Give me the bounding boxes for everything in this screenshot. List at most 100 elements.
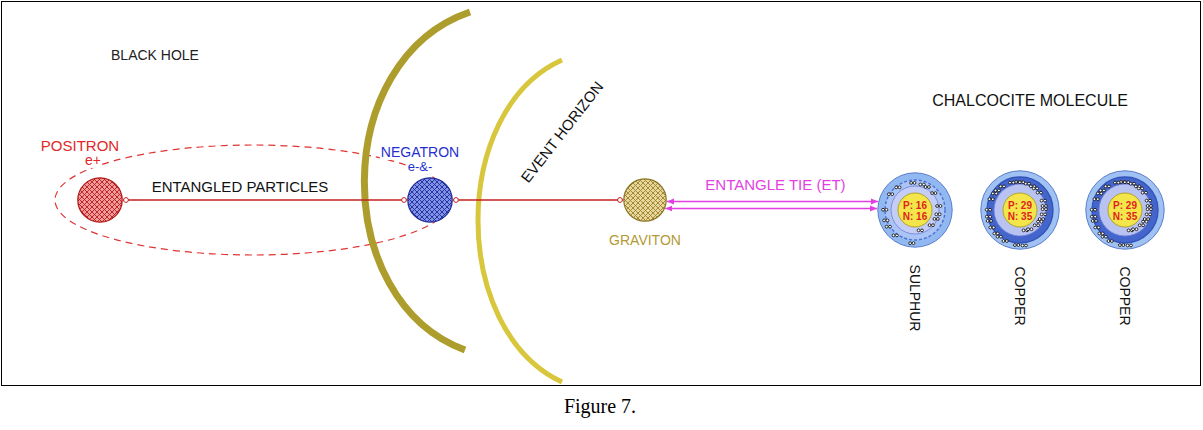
electron [993, 232, 996, 235]
electron [1149, 199, 1152, 202]
electron-pair [885, 225, 891, 228]
electron [1145, 213, 1148, 216]
electron-pairs [1090, 181, 1152, 247]
connector-label: ENTANGLE TIE (ET) [703, 176, 847, 193]
electron-pairs [985, 181, 1047, 247]
electron [1098, 232, 1101, 235]
electron [988, 198, 991, 201]
electron-pair [1145, 213, 1151, 216]
electron-pair [1126, 244, 1132, 247]
electron-pair [1014, 244, 1020, 247]
positron-particle: POSITRONe+ [77, 177, 123, 223]
electron [990, 219, 993, 222]
sulphur-atom: SULPHURP: 16N: 16 [877, 172, 953, 248]
electron [938, 213, 941, 216]
electron [927, 186, 930, 189]
nucleus-count: P: 16 [903, 199, 927, 210]
electron-pair [991, 192, 997, 195]
electron [1145, 191, 1148, 194]
electron-pair [909, 242, 915, 245]
electron [1145, 220, 1148, 223]
electron [898, 186, 901, 189]
electron [1091, 219, 1094, 222]
electron-pair [1090, 215, 1096, 218]
electron [1025, 244, 1028, 247]
electron [1104, 185, 1107, 188]
electron [1093, 198, 1096, 201]
electron-pair [1041, 205, 1047, 208]
electron [1127, 229, 1130, 232]
electron [912, 242, 915, 245]
copper-atom: COPPERP: 29N: 35 [980, 170, 1060, 250]
electron [921, 229, 924, 232]
electron [1146, 208, 1149, 211]
electron [913, 181, 916, 184]
event-horizon-arc [478, 60, 562, 382]
electron [1014, 244, 1017, 247]
electron [1037, 220, 1040, 223]
electron-pair [1027, 228, 1033, 231]
electron [885, 208, 888, 211]
electron [996, 235, 999, 238]
electron [1040, 191, 1043, 194]
electron [1094, 208, 1097, 211]
electron [1099, 189, 1102, 192]
electron [1141, 191, 1144, 194]
electron [1029, 185, 1032, 188]
electron-pair [1142, 220, 1148, 223]
electron-pair [999, 185, 1005, 188]
electron [1142, 224, 1145, 227]
electron-pair [1099, 189, 1105, 192]
electron [939, 205, 942, 208]
particle-name: GRAVITON [608, 232, 682, 248]
element-name: COPPER [1012, 265, 1028, 326]
electron [896, 234, 899, 237]
electron [1018, 181, 1021, 184]
electron-shell [981, 171, 1059, 249]
electron [1097, 226, 1100, 229]
electron [887, 193, 890, 196]
electron [936, 205, 939, 208]
electron [922, 183, 925, 186]
electron-pair [1093, 198, 1099, 201]
electron [1104, 235, 1107, 238]
electron-pair [1141, 191, 1147, 194]
electron-pair [993, 232, 999, 235]
figure-caption: Figure 7. [564, 395, 636, 418]
electron [931, 192, 934, 195]
electron [1133, 182, 1136, 185]
particle-name: NEGATRON [380, 144, 460, 160]
electron [1002, 240, 1005, 243]
element-name: SULPHUR [907, 264, 923, 333]
electron-pair [919, 183, 925, 186]
electron-pair [1107, 240, 1113, 243]
black-hole-arc [364, 12, 470, 350]
electron [1141, 187, 1144, 190]
electron [1003, 185, 1006, 188]
electron-shell [1099, 184, 1151, 236]
electron-pair [1021, 244, 1027, 247]
electron [1096, 192, 1099, 195]
electron-pair [935, 213, 941, 216]
electron [1021, 244, 1024, 247]
electron [985, 215, 988, 218]
element-name: COPPER [1117, 265, 1133, 326]
electron [1138, 224, 1141, 227]
electron-pair [989, 226, 995, 229]
electron [891, 193, 894, 196]
nucleus-count: N: 35 [1008, 210, 1032, 221]
electron [1101, 232, 1104, 235]
electron [1107, 240, 1110, 243]
region-label: BLACK HOLE [111, 47, 199, 63]
electron [1135, 228, 1138, 231]
electron-pair [985, 215, 991, 218]
electron-pair [1024, 182, 1030, 185]
electron-pair [1123, 181, 1129, 184]
electron [995, 192, 998, 195]
electron [989, 226, 992, 229]
electron [933, 218, 936, 221]
electron [994, 189, 997, 192]
electron-pair [996, 235, 1002, 238]
electron-pair [1033, 224, 1039, 227]
electron-pair [1146, 208, 1152, 211]
